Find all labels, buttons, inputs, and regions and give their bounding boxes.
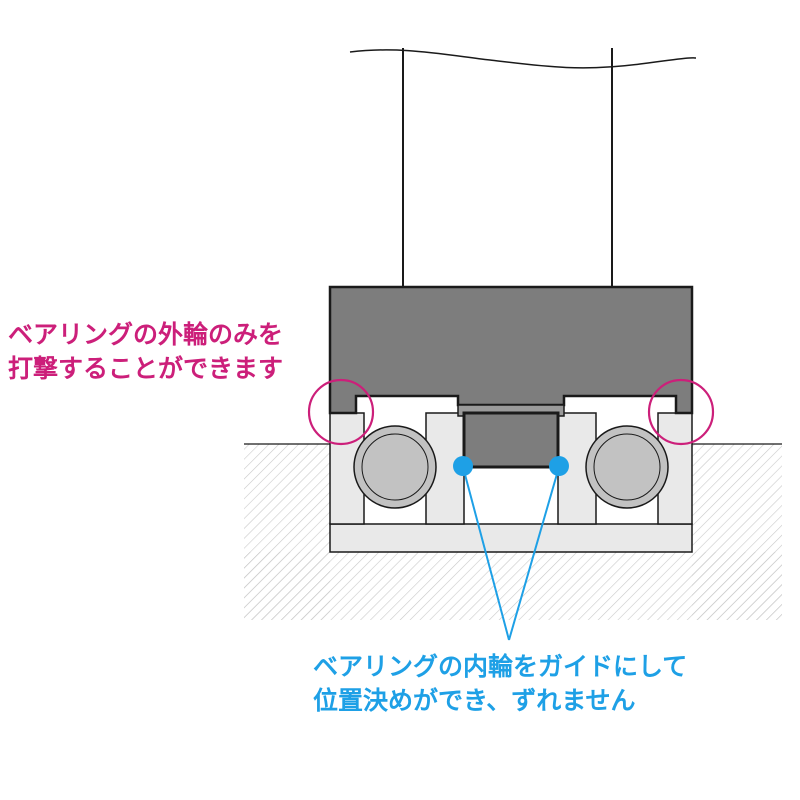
inner-ring-note-line2: 位置決めができ、ずれません	[313, 686, 636, 715]
outer-ring-note-line2: 打撃することができます	[8, 354, 284, 383]
outer-ring-note-line1: ベアリングの外輪のみを	[8, 320, 284, 349]
guide-point-left	[453, 456, 473, 476]
pointer-line-left	[462, 466, 510, 641]
ball-right	[585, 425, 669, 509]
pointer-line-right	[508, 466, 560, 641]
press-tool	[328, 48, 697, 469]
bearing-base	[329, 523, 693, 553]
inner-ring-guide-pointer	[453, 456, 569, 641]
outer-ring-contact-marker-left	[307, 378, 375, 446]
outer-ring-note: ベアリングの外輪のみを 打撃することができます	[8, 318, 283, 386]
inner-ring-note-line1: ベアリングの内輪をガイドにして	[313, 652, 688, 681]
outer-ring-contact-marker-right	[647, 378, 715, 446]
ball-left	[353, 425, 437, 509]
shaft-break-line	[349, 49, 697, 69]
housing	[244, 443, 782, 620]
tool-pilot	[462, 411, 560, 469]
ball-left-inner	[361, 433, 429, 501]
tool-head	[328, 285, 694, 415]
guide-point-right	[549, 456, 569, 476]
housing-bottom-hatch	[244, 552, 782, 620]
inner-ring-note: ベアリングの内輪をガイドにして 位置決めができ、ずれません	[313, 650, 687, 718]
ball-right-inner	[593, 433, 661, 501]
